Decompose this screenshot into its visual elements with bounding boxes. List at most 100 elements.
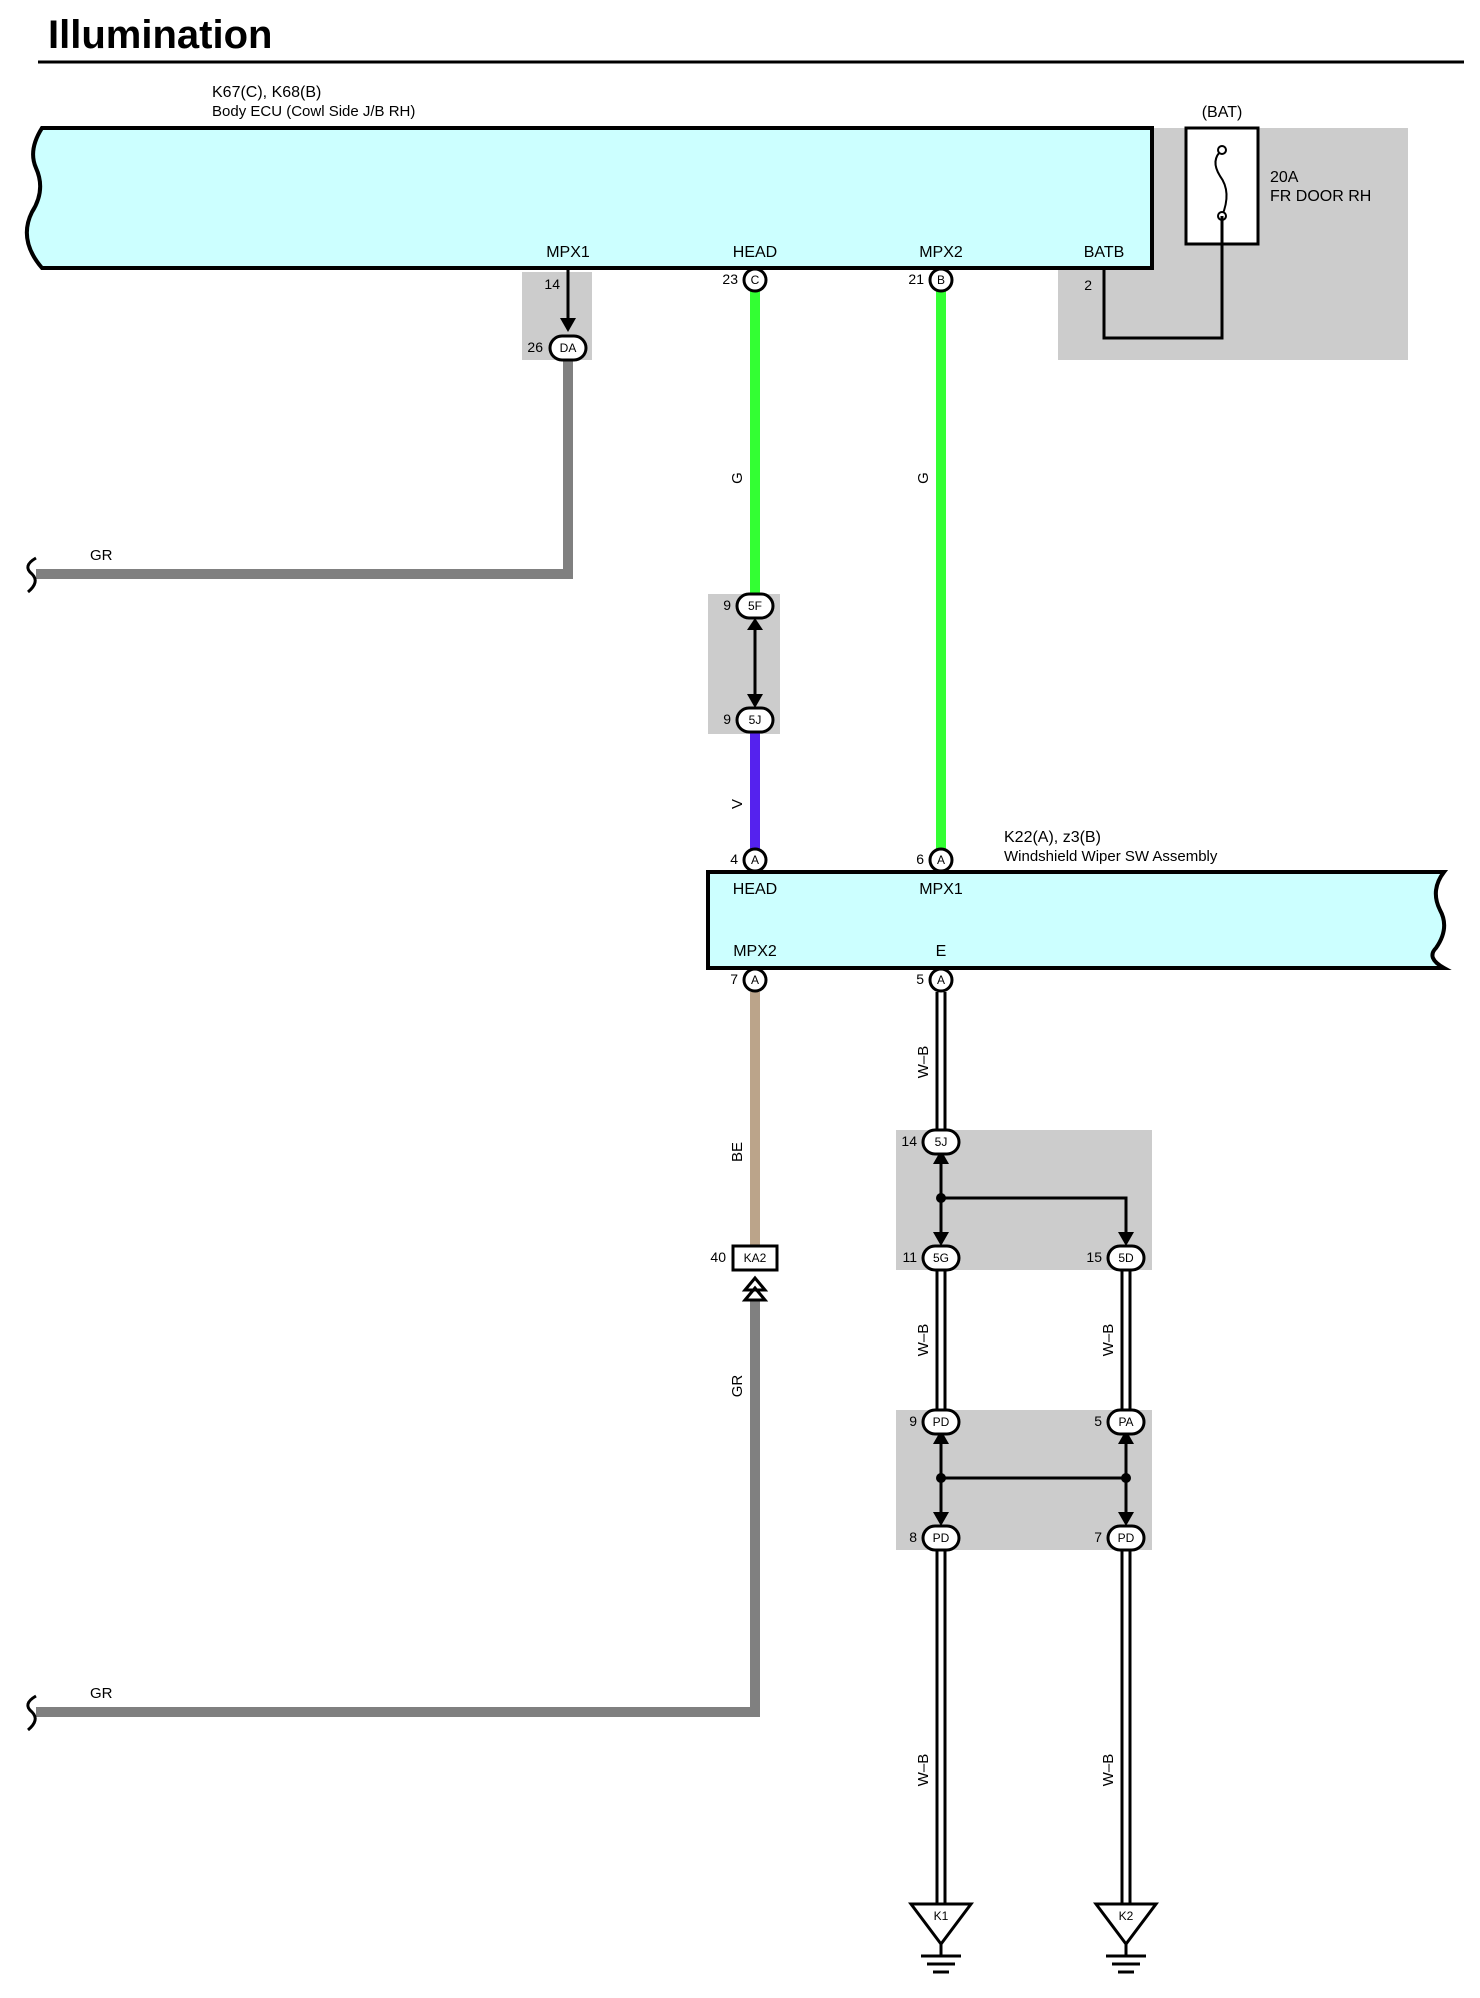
connector-da-label: DA xyxy=(560,341,577,355)
wires-wb xyxy=(935,992,1132,1912)
connector-wiper-mpx1: A xyxy=(928,847,954,873)
ground-k2-icon xyxy=(1093,1902,1159,1947)
pd-lower-right-pin-num: 7 xyxy=(1094,1529,1102,1545)
connector-5f: 5F xyxy=(735,592,775,620)
pd-lower-left-pin-num: 8 xyxy=(909,1529,917,1545)
wiper-pin-head-label: HEAD xyxy=(733,881,777,898)
batb-fuse-wire xyxy=(1102,216,1224,340)
wire-gr-lower xyxy=(36,1300,760,1717)
connector-wiper-e-label: A xyxy=(937,973,945,987)
da-pin-num: 26 xyxy=(527,339,543,355)
wire-label-wb-right-mid: W–B xyxy=(1100,1324,1117,1357)
connector-pd-lower-left: PD xyxy=(921,1524,961,1552)
wire-label-wb-left-low: W–B xyxy=(915,1754,932,1787)
fuse-source-label: (BAT) xyxy=(1202,104,1243,121)
wiper-pin-mpx1-label: MPX1 xyxy=(919,881,963,898)
arrow-pd-lower-right-down xyxy=(1118,1512,1134,1526)
fuse-name: FR DOOR RH xyxy=(1270,188,1371,205)
connector-5j-bottom: 5J xyxy=(921,1128,961,1156)
ground-k1-label: K1 xyxy=(934,1909,949,1923)
ground-k2: K2 xyxy=(1093,1902,1159,1974)
arrow-ka2-lower xyxy=(741,1285,769,1302)
connector-pd-lower-right-label: PD xyxy=(1118,1531,1135,1545)
connector-pa-label: PA xyxy=(1118,1415,1133,1429)
connector-ecu-head: C xyxy=(742,267,768,293)
connector-5d-label: 5D xyxy=(1118,1251,1134,1265)
wire-label-be: BE xyxy=(729,1142,746,1162)
connector-ka2: KA2 xyxy=(731,1244,779,1272)
connector-ecu-head-label: C xyxy=(751,273,760,287)
ecu-mpx1-pin-num: 14 xyxy=(544,276,560,292)
ground-k1-icon xyxy=(908,1902,974,1947)
connector-ecu-mpx2-label: B xyxy=(937,273,945,287)
wire-label-gr-lower: GR xyxy=(90,1685,113,1702)
ground-k2-label: K2 xyxy=(1119,1909,1134,1923)
connector-wiper-e: A xyxy=(928,967,954,993)
connector-pd-lower-right: PD xyxy=(1106,1524,1146,1552)
ecu-pin-mpx1-label: MPX1 xyxy=(546,244,590,261)
connector-5g: 5G xyxy=(921,1244,961,1272)
wire-break-upper-icon xyxy=(26,556,37,594)
body-ecu-name: Body ECU (Cowl Side J/B RH) xyxy=(212,103,415,120)
connector-wiper-mpx1-label: A xyxy=(937,853,945,867)
5j-top-pin-num: 9 xyxy=(723,711,731,727)
arrow-5g-down xyxy=(933,1232,949,1246)
wiper-e-pin-num: 5 xyxy=(916,971,924,987)
connector-pd-lower-left-label: PD xyxy=(933,1531,950,1545)
wire-label-wb-left-mid: W–B xyxy=(915,1324,932,1357)
wire-label-wb-e: W–B xyxy=(915,1046,932,1079)
arrow-5j-down xyxy=(747,694,763,708)
junction-pd-dot-right xyxy=(1121,1473,1131,1483)
connector-wiper-mpx2-label: A xyxy=(751,973,759,987)
wire-break-lower-icon xyxy=(26,1694,37,1732)
fuse-element-icon xyxy=(1214,149,1228,217)
fuse-terminal-top xyxy=(1217,145,1227,155)
connector-5j-top: 5J xyxy=(735,706,775,734)
5g-pin-num: 11 xyxy=(902,1249,917,1265)
arrow-pd-upper-up xyxy=(933,1430,949,1444)
pa-pin-num: 5 xyxy=(1094,1413,1102,1429)
junction-5j-branch xyxy=(941,1196,1128,1240)
connector-5d: 5D xyxy=(1106,1244,1146,1272)
arrow-5j-bottom-up xyxy=(933,1150,949,1164)
ka2-pin-num: 40 xyxy=(710,1249,726,1265)
wiper-pin-e-label: E xyxy=(936,943,947,960)
junction-pd-dot-left xyxy=(936,1473,946,1483)
connector-wiper-head-label: A xyxy=(751,853,759,867)
wire-gr-upper xyxy=(36,360,573,579)
connector-pd-upper-label: PD xyxy=(933,1415,950,1429)
connector-ka2-label: KA2 xyxy=(744,1251,767,1265)
wire-label-g-mpx2: G xyxy=(915,472,932,484)
5d-pin-num: 15 xyxy=(1086,1249,1102,1265)
ecu-batb-pin-num: 2 xyxy=(1084,277,1092,293)
ecu-pin-head-label: HEAD xyxy=(733,244,777,261)
wiper-sw-box xyxy=(706,870,1452,970)
junction-5j-dot xyxy=(936,1193,946,1203)
wiper-pin-mpx2-label: MPX2 xyxy=(733,943,777,960)
fuse-rating: 20A xyxy=(1270,169,1299,186)
wire-label-g-head: G xyxy=(729,472,746,484)
page-title: Illumination xyxy=(48,13,272,57)
arrow-ecu-mpx1 xyxy=(560,318,576,332)
connector-5f-label: 5F xyxy=(748,599,762,613)
body-ecu-code: K67(C), K68(B) xyxy=(212,84,321,101)
wiper-sw-name: Windshield Wiper SW Assembly xyxy=(1004,848,1218,865)
5f-pin-num: 9 xyxy=(723,597,731,613)
connector-ecu-mpx2: B xyxy=(928,267,954,293)
connector-wiper-head: A xyxy=(742,847,768,873)
ground-k1: K1 xyxy=(908,1902,974,1974)
arrow-pa-up xyxy=(1118,1430,1134,1444)
wiper-mpx1-pin-num: 6 xyxy=(916,851,924,867)
wiper-head-pin-num: 4 xyxy=(730,851,738,867)
wire-label-wb-right-low: W–B xyxy=(1100,1754,1117,1787)
ecu-mpx2-pin-num: 21 xyxy=(908,271,924,287)
arrow-5f-up xyxy=(747,618,763,630)
wiper-mpx2-pin-num: 7 xyxy=(730,971,738,987)
connector-5j-top-label: 5J xyxy=(749,713,762,727)
wire-label-gr-vertical: GR xyxy=(729,1375,746,1398)
wiper-sw-code: K22(A), z3(B) xyxy=(1004,829,1101,846)
connector-pd-upper: PD xyxy=(921,1408,961,1436)
connector-pa: PA xyxy=(1106,1408,1146,1436)
wire-label-v: V xyxy=(729,799,746,809)
